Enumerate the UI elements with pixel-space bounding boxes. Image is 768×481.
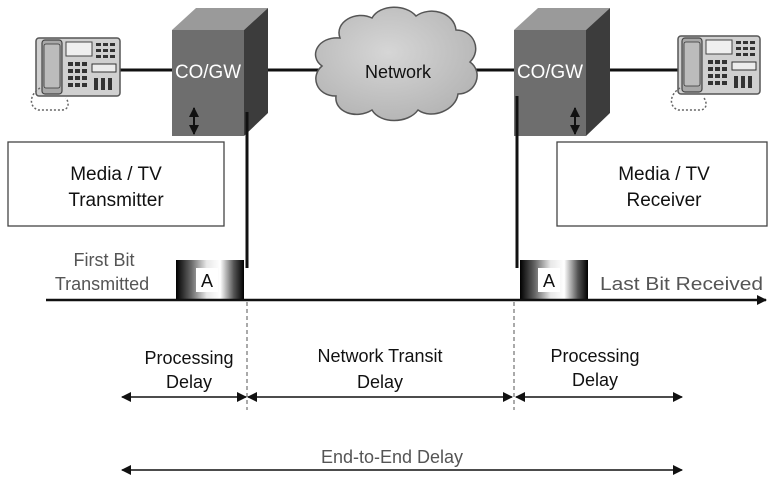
left-packet-label-bg — [196, 268, 218, 292]
network-transit-delay-line2: Delay — [357, 372, 403, 392]
right-packet-label-bg — [538, 268, 560, 292]
gateway-icon — [172, 8, 268, 136]
right-packet-label: A — [543, 271, 555, 291]
transmitter-label-line2: Transmitter — [68, 190, 164, 211]
last-bit-label: Last Bit Received — [600, 274, 763, 294]
receiver-label-line2: Receiver — [627, 190, 703, 211]
left-packet-label: A — [201, 271, 213, 291]
processing-delay-right-line2: Delay — [572, 370, 618, 390]
first-bit-label-line1: First Bit — [74, 250, 135, 270]
right-gateway-label: CO/GW — [517, 62, 583, 83]
receiver-label-line1: Media / TV — [618, 164, 710, 185]
left-gateway-label: CO/GW — [175, 62, 241, 83]
first-bit-label-line2: Transmitted — [55, 274, 149, 294]
network-label: Network — [365, 62, 432, 82]
gateway-icon — [514, 8, 610, 136]
transmitter-box — [7, 141, 225, 227]
processing-delay-left-line2: Delay — [166, 372, 212, 392]
processing-delay-left-line1: Processing — [144, 348, 233, 368]
telephone-icon — [670, 35, 761, 111]
network-cloud-icon — [314, 6, 478, 122]
telephone-icon — [30, 37, 121, 111]
network-transit-delay-line1: Network Transit — [317, 346, 442, 366]
receiver-box — [556, 141, 768, 227]
end-to-end-delay-label: End-to-End Delay — [321, 447, 463, 467]
processing-delay-right-line1: Processing — [550, 346, 639, 366]
transmitter-label-line1: Media / TV — [70, 164, 162, 185]
